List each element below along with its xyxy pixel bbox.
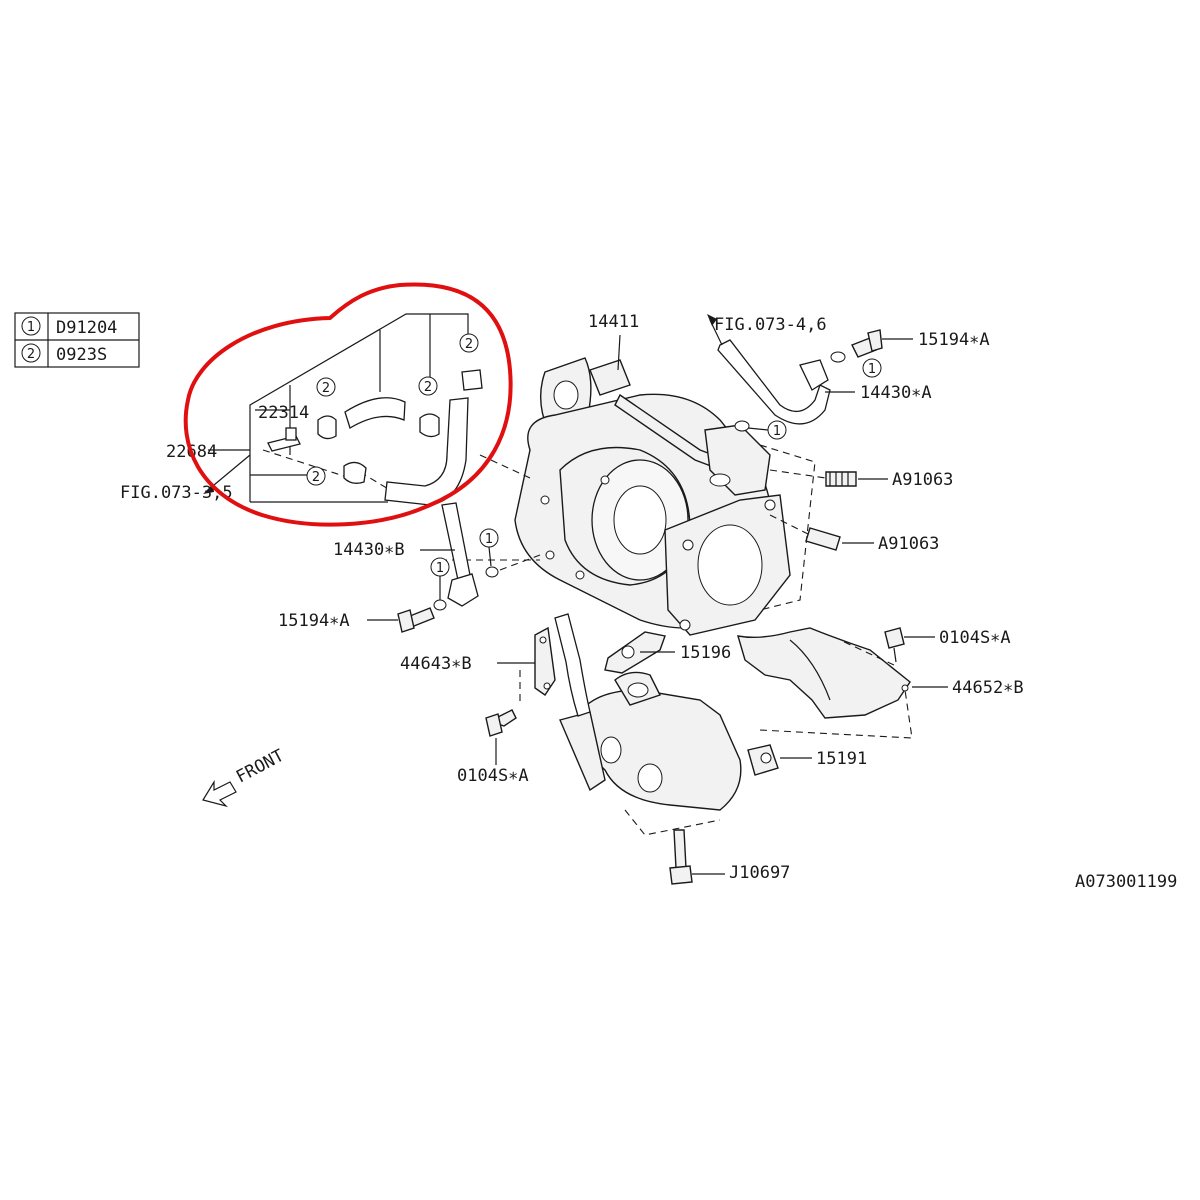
legend-row-1: 1 D91204 bbox=[21, 316, 117, 338]
oil-pipe-a: FIG.073-4,6 14430∗A bbox=[707, 314, 932, 425]
label-front: FRONT bbox=[233, 746, 288, 788]
callout-1-washer: 1 bbox=[767, 420, 787, 440]
fig-arrow-top-icon bbox=[707, 314, 717, 326]
washer-top: 1 bbox=[734, 420, 787, 440]
label-a91063-2: A91063 bbox=[878, 534, 939, 554]
gasket-15196: 15196 bbox=[604, 631, 731, 674]
front-arrow-icon bbox=[202, 779, 237, 808]
clamp-3 bbox=[461, 369, 483, 391]
svg-text:2: 2 bbox=[322, 381, 330, 396]
svg-text:1: 1 bbox=[868, 362, 876, 377]
turbo-outlet-elbow: 15191 bbox=[554, 613, 867, 811]
svg-text:1: 1 bbox=[773, 424, 781, 439]
svg-text:1: 1 bbox=[485, 532, 493, 547]
label-fig-073-4-6: FIG.073-4,6 bbox=[714, 315, 827, 335]
hose-short bbox=[344, 397, 406, 429]
label-14411: 14411 bbox=[588, 312, 639, 332]
svg-text:2: 2 bbox=[465, 337, 473, 352]
turbocharger: 14411 bbox=[514, 312, 791, 636]
stud-a91063-1: A91063 bbox=[769, 469, 953, 490]
legend-num-2: 2 bbox=[27, 347, 35, 362]
label-44643b: 44643∗B bbox=[400, 654, 472, 674]
bolt-15194a-top: 1 15194∗A bbox=[830, 329, 990, 378]
label-15196: 15196 bbox=[680, 643, 731, 663]
label-14430b: 14430∗B bbox=[333, 540, 405, 560]
callout-2-a: 2 bbox=[316, 377, 336, 397]
bolt-0104sa-left: 0104S∗A bbox=[457, 709, 529, 786]
callout-1-bottom: 1 bbox=[430, 557, 450, 577]
label-0104sa-left: 0104S∗A bbox=[457, 766, 529, 786]
legend-num-1: 1 bbox=[27, 320, 35, 335]
front-direction-indicator: FRONT bbox=[202, 746, 288, 808]
legend: 1 D91204 2 0923S bbox=[14, 312, 140, 368]
oil-pipe-b: 1 14430∗B bbox=[333, 502, 541, 607]
label-0104sa-right: 0104S∗A bbox=[939, 628, 1011, 648]
clamp-1 bbox=[317, 415, 337, 440]
stud-a91063-2: A91063 bbox=[769, 514, 939, 554]
bracket-44643b: 44643∗B bbox=[400, 626, 556, 705]
callout-1-top: 1 bbox=[862, 358, 882, 378]
wastegate-actuator bbox=[589, 359, 631, 396]
label-44652b: 44652∗B bbox=[952, 678, 1024, 698]
label-15194a-bottom: 15194∗A bbox=[278, 611, 350, 631]
label-fig-073-3-5: FIG.073-3,5 bbox=[120, 483, 233, 503]
callout-1-pipe-b: 1 bbox=[479, 528, 499, 548]
legend-code-1: D91204 bbox=[56, 318, 117, 338]
clamp-4 bbox=[343, 461, 367, 484]
legend-code-2: 0923S bbox=[56, 345, 107, 365]
svg-text:1: 1 bbox=[436, 561, 444, 576]
label-14430a: 14430∗A bbox=[860, 383, 932, 403]
svg-text:2: 2 bbox=[312, 470, 320, 485]
label-15194a-top: 15194∗A bbox=[918, 330, 990, 350]
label-15191: 15191 bbox=[816, 749, 867, 769]
bolt-0104sa-right: 0104S∗A bbox=[839, 627, 1011, 666]
label-j10697: J10697 bbox=[729, 863, 790, 883]
hose-long bbox=[384, 397, 469, 506]
heat-shield-44652b: 44652∗B bbox=[737, 627, 1024, 719]
label-22314: 22314 bbox=[258, 403, 309, 423]
diagram-id: A073001199 bbox=[1075, 872, 1177, 892]
water-hose-assembly: 2 2 2 2 22314 22684 FIG.073-3,5 bbox=[120, 313, 483, 506]
red-highlight-outline bbox=[183, 282, 513, 527]
legend-row-2: 2 0923S bbox=[21, 343, 107, 365]
callout-2-b: 2 bbox=[418, 376, 438, 396]
bolt-j10697: J10697 bbox=[669, 829, 790, 885]
callout-2-c: 2 bbox=[459, 333, 479, 353]
callout-2-d: 2 bbox=[306, 466, 326, 486]
svg-text:2: 2 bbox=[424, 380, 432, 395]
clamp-2 bbox=[419, 413, 440, 438]
bolt-15194a-bottom: 1 15194∗A bbox=[278, 557, 450, 633]
label-a91063-1: A91063 bbox=[892, 470, 953, 490]
